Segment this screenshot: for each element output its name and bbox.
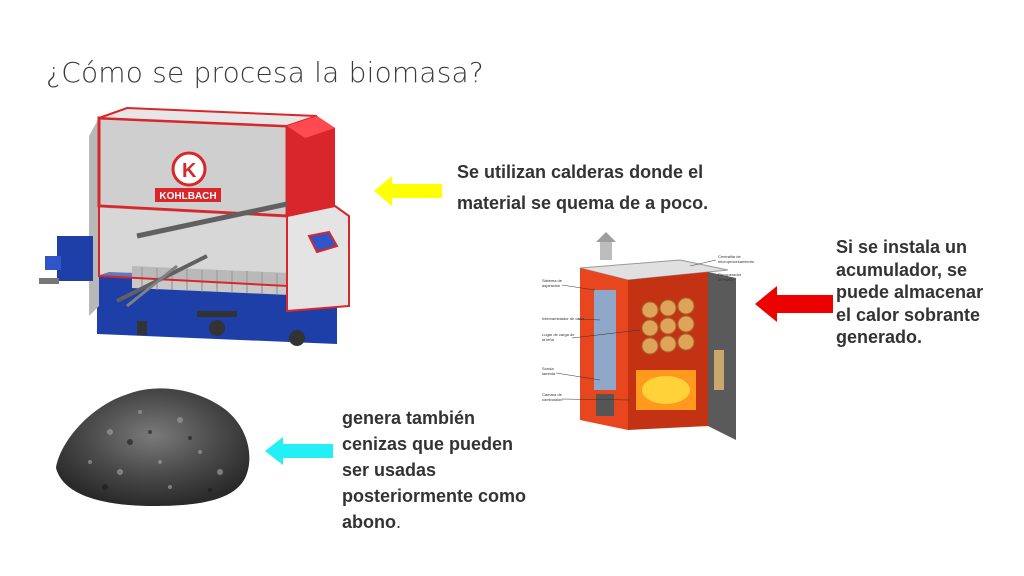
- svg-text:Intercambiador de calor: Intercambiador de calor: [542, 316, 585, 321]
- ash-line-5-word: abono: [342, 512, 396, 532]
- boiler-description: Se utilizan calderas donde el material s…: [457, 157, 777, 219]
- machine-logo-text: KOHLBACH: [159, 191, 216, 202]
- accumulator-line-2: acumulador, se: [836, 259, 968, 280]
- boiler-line-1: Se utilizan calderas donde el: [457, 162, 704, 182]
- ash-pile-image: [56, 388, 250, 506]
- arrow-left-icon: [374, 176, 442, 206]
- arrow-left-icon: [755, 286, 833, 322]
- ash-period: .: [396, 512, 402, 532]
- boiler-line-2: material se quema de a poco.: [457, 193, 709, 213]
- svg-text:aspiración: aspiración: [542, 283, 560, 288]
- svg-text:combustión: combustión: [542, 397, 562, 402]
- svg-text:K: K: [182, 160, 197, 182]
- svg-text:Cámara de: Cámara de: [542, 392, 563, 397]
- accumulator-description: Si se instala un acumulador, se puede al…: [836, 236, 1022, 349]
- svg-text:Lugar de carga de: Lugar de carga de: [542, 332, 575, 337]
- svg-text:de humo: de humo: [718, 277, 734, 282]
- arrow-left-icon: [265, 437, 333, 465]
- ash-description: genera también cenizas que pueden ser us…: [342, 405, 568, 535]
- svg-text:Sonda: Sonda: [542, 366, 554, 371]
- svg-text:Sistema de: Sistema de: [542, 278, 563, 283]
- svg-text:lambda: lambda: [542, 371, 556, 376]
- ash-line-5: abono.: [342, 509, 568, 535]
- ash-line-3: ser usadas: [342, 460, 437, 480]
- svg-text:Recuperador: Recuperador: [718, 272, 742, 277]
- accumulator-line-4: el calor sobrante: [836, 304, 981, 325]
- biomass-machine-image: K KOHLBACH: [37, 106, 367, 356]
- ash-line-2: cenizas que pueden: [342, 434, 514, 454]
- svg-text:Centralita de: Centralita de: [718, 254, 741, 259]
- accumulator-line-1: Si se instala un: [836, 237, 968, 257]
- svg-text:la leña: la leña: [542, 337, 555, 342]
- ash-line-1: genera también: [342, 408, 476, 428]
- svg-text:microprocesamiento: microprocesamiento: [718, 259, 755, 264]
- accumulator-line-5: generado.: [836, 327, 923, 347]
- ash-line-4: posteriormente como: [342, 486, 527, 506]
- accumulator-line-3: puede almacenar: [836, 282, 984, 302]
- page-title: ¿Cómo se procesa la biomasa?: [46, 56, 484, 89]
